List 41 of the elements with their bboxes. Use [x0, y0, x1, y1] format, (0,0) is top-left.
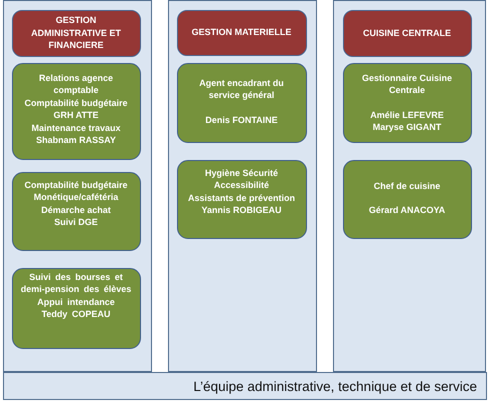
role-box — [176, 62, 306, 142]
role-text: Gestionnaire Cuisine Centrale — [360, 72, 454, 96]
role-text: Comptabilité budgétaire — [23, 96, 128, 109]
team-caption: L’équipe administrative, technique et de service — [193, 378, 477, 394]
team-band — [3, 372, 487, 400]
role-text: Accessibilité — [212, 179, 270, 192]
role-text: Assistants de prévention — [186, 192, 296, 204]
role-text: Relations agence comptable — [38, 72, 114, 96]
role-text: Shabnam RASSAY — [35, 134, 117, 146]
role-text: Comptabilité budgétaire — [23, 178, 128, 191]
role-box — [12, 268, 140, 348]
role-text: Appui intendance — [36, 296, 116, 308]
role-text: Démarche achat — [40, 204, 112, 216]
role-text: Denis FONTAINE — [204, 114, 279, 126]
role-text: Suivi DGE — [53, 216, 99, 228]
department-title: GESTION ADMINISTRATIVE ET FINANCIERE — [30, 14, 122, 52]
role-text: Agent encadrant du service général — [198, 76, 285, 102]
role-text: Chef de cuisine — [372, 180, 442, 192]
role-box — [342, 160, 472, 238]
role-text: GRH ATTE — [52, 109, 100, 122]
department-header — [12, 10, 140, 56]
role-text: Yannis ROBIGEAU — [200, 204, 282, 216]
column-panel — [3, 0, 152, 372]
role-text: Monétique/cafétéria — [32, 191, 120, 204]
department-title: GESTION MATERIELLE — [192, 26, 292, 39]
department-header — [176, 10, 306, 56]
column-panel — [168, 0, 317, 372]
department-header — [342, 10, 472, 56]
role-box — [342, 62, 472, 142]
role-text: Teddy COPEAU — [40, 308, 112, 320]
role-text: Amélie LEFEVRE — [369, 108, 445, 121]
role-text: Suivi des bourses et demi-pension des élèves — [20, 270, 132, 296]
department-title: CUISINE CENTRALE — [362, 26, 451, 40]
role-text: Maryse GIGANT — [372, 121, 442, 134]
role-text: Maintenance travaux — [30, 122, 122, 134]
role-text: Hygiène Sécurité — [204, 166, 280, 179]
role-box — [12, 172, 140, 250]
column-panel — [333, 0, 486, 372]
role-text: Gérard ANACOYA — [368, 204, 446, 216]
role-box — [12, 62, 140, 160]
role-box — [176, 160, 306, 238]
